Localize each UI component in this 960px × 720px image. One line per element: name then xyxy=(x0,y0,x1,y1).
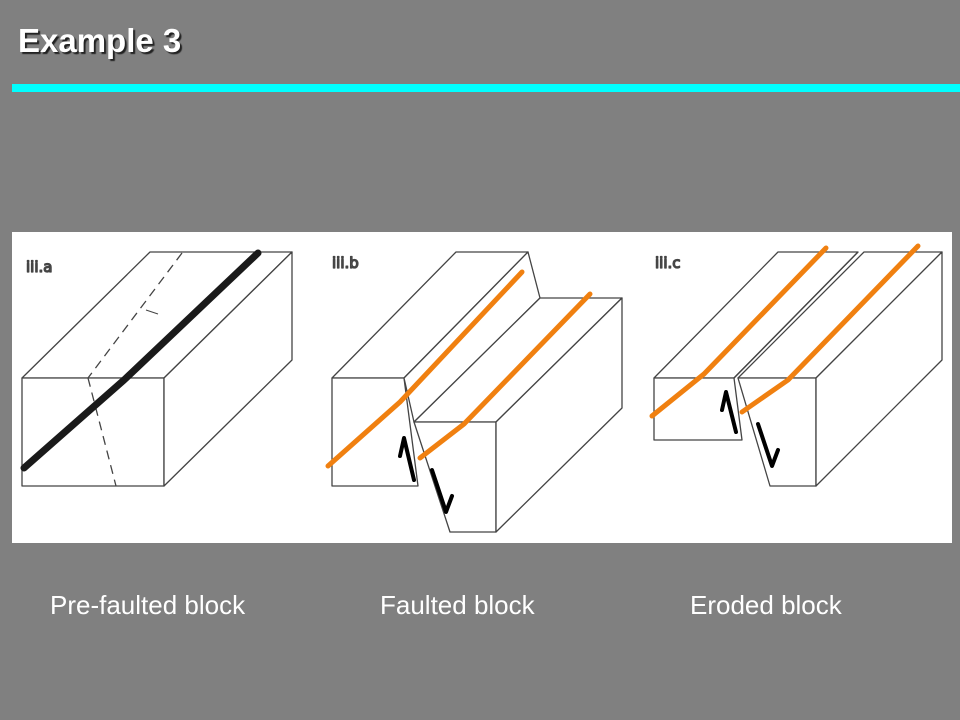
title-underline xyxy=(12,84,960,92)
up-arrow-icon xyxy=(720,390,738,434)
fault-line-c-top xyxy=(733,251,859,379)
fault-block-diagram: iii.a iii.b xyxy=(20,243,943,533)
fault-trace-front xyxy=(87,377,117,487)
block-c-right-side xyxy=(815,251,943,487)
dip-tick xyxy=(145,309,159,315)
block-b-right-front xyxy=(413,421,497,533)
eroded-block: iii.c xyxy=(649,243,943,487)
block-a-front-face xyxy=(21,377,165,487)
figure-panel: iii.a iii.b xyxy=(12,232,952,543)
up-arrow-icon xyxy=(398,436,416,482)
fault-trace-top xyxy=(87,252,183,379)
pre-faulted-block: iii.a xyxy=(20,249,293,487)
slide-title: Example 3 xyxy=(18,22,182,59)
bed-marker-c-left xyxy=(649,245,829,419)
caption-pre-faulted: Pre-faulted block xyxy=(50,590,246,620)
faulted-block: iii.b xyxy=(325,251,623,533)
down-arrow-icon xyxy=(756,422,780,468)
panel-label-b: iii.b xyxy=(332,254,359,272)
bed-marker-a xyxy=(20,249,262,472)
caption-faulted: Faulted block xyxy=(380,590,535,620)
block-b-right-side xyxy=(495,297,623,533)
bed-marker-b-upthrown xyxy=(325,269,525,469)
down-arrow-icon xyxy=(430,468,454,514)
block-a-side-face xyxy=(163,251,293,487)
bed-marker-b-downthrown xyxy=(417,291,593,461)
caption-eroded: Eroded block xyxy=(690,590,842,620)
block-c-right-front xyxy=(737,377,817,487)
panel-label-a: iii.a xyxy=(26,258,52,276)
bed-marker-c-right xyxy=(739,243,921,415)
panel-label-c: iii.c xyxy=(655,254,681,272)
